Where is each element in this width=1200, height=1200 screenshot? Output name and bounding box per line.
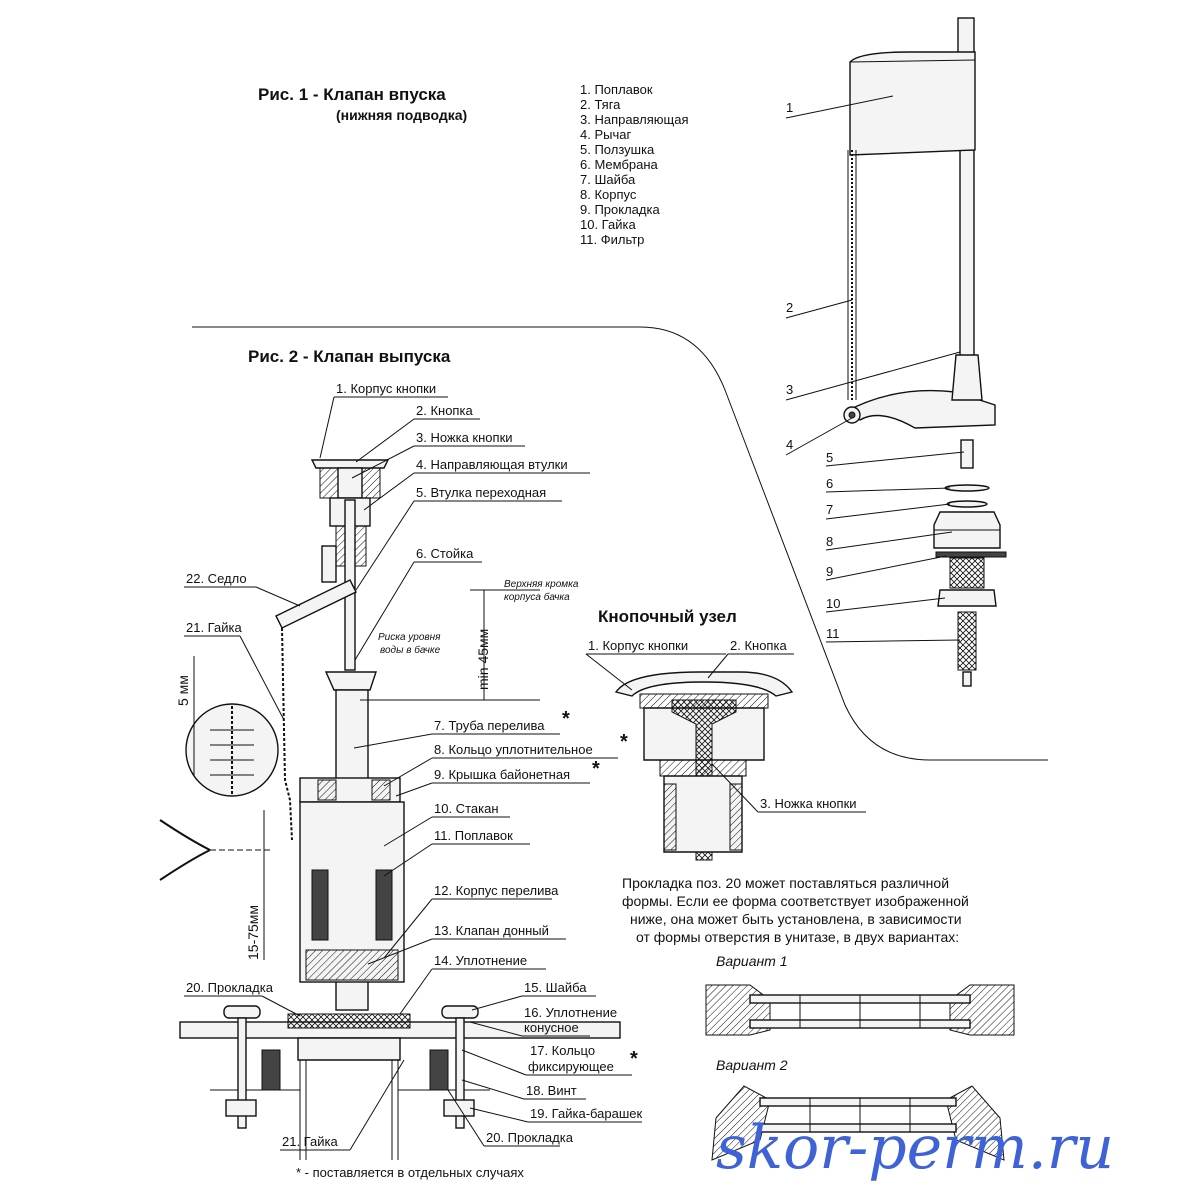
callout-4: 4	[786, 437, 793, 452]
variant-1-drawing	[705, 984, 1015, 1036]
legend-item: 5. Ползушка	[580, 142, 655, 157]
legend-item: 3. Направляющая	[580, 112, 689, 127]
label-seal: 14. Уплотнение	[434, 953, 527, 968]
callout-3: 3	[786, 382, 793, 397]
label-washer: 15. Шайба	[524, 980, 587, 995]
legend-item: 1. Поплавок	[580, 82, 653, 97]
dim-water-mark-2: воды в бачке	[380, 644, 441, 656]
legend-item: 11. Фильтр	[580, 232, 644, 247]
label-overflow-body: 12. Корпус перелива	[434, 883, 559, 898]
callout-1: 1	[786, 100, 793, 115]
watermark: skor-perm.ru	[716, 1113, 1114, 1183]
label-seal-ring: 8. Кольцо уплотнительное	[434, 742, 593, 757]
label-bottom-valve: 13. Клапан донный	[434, 923, 549, 938]
label-seat: 20. Прокладка	[186, 980, 274, 995]
variant-1-label: Вариант 1	[716, 953, 788, 969]
asterisk-9: *	[592, 758, 600, 780]
label-button: 2. Кнопка	[416, 403, 473, 418]
button-unit-title: Кнопочный узел	[598, 607, 737, 626]
label-bayonet-cap: 9. Крышка байонетная	[434, 767, 570, 782]
outlet-labels: 1. Корпус кнопки 2. Кнопка 3. Ножка кноп…	[184, 381, 643, 1151]
label-button-body: 1. Корпус кнопки	[336, 381, 436, 396]
note-line-4: от формы отверстия в унитазе, в двух вар…	[636, 929, 959, 945]
variant-2-label: Вариант 2	[716, 1057, 788, 1073]
label-fix-ring-2: фиксирующее	[528, 1059, 614, 1074]
label-cup: 10. Стакан	[434, 801, 499, 816]
bu-label-body: 1. Корпус кнопки	[588, 638, 688, 653]
bu-label-button: 2. Кнопка	[730, 638, 787, 653]
asterisk-8: *	[620, 731, 628, 753]
callout-8: 8	[826, 534, 833, 549]
inlet-callouts: 1 2 3 4 5 6 7 8 9 10 11	[785, 95, 965, 643]
label-button-stem: 3. Ножка кнопки	[416, 430, 513, 445]
label-cone-seal: 16. Уплотнение	[524, 1005, 617, 1020]
callout-9: 9	[826, 564, 833, 579]
legend-item: 6. Мембрана	[580, 157, 659, 172]
label-frame: 22. Седло	[186, 571, 247, 586]
dim-15-75mm: 15-75мм	[245, 905, 261, 960]
label-fix-ring: 17. Кольцо	[530, 1043, 595, 1058]
label-pull-rod: 21. Гайка	[186, 620, 242, 635]
fig1-subtitle: (нижняя подводка)	[336, 107, 467, 123]
fig1-legend: 1. Поплавок 2. Тяга 3. Направляющая 4. Р…	[580, 82, 689, 247]
inlet-valve-drawing	[843, 17, 1007, 687]
dimensions: Верхняя кромка корпуса бачка Риска уровн…	[175, 579, 579, 960]
gasket-note: Прокладка поз. 20 может поставляться раз…	[622, 875, 969, 945]
label-adapter-bushing: 5. Втулка переходная	[416, 485, 546, 500]
button-unit-labels: 1. Корпус кнопки 2. Кнопка 3. Ножка кноп…	[585, 638, 866, 813]
label-stand: 6. Стойка	[416, 546, 474, 561]
legend-item: 8. Корпус	[580, 187, 637, 202]
label-bushing-guide: 4. Направляющая втулки	[416, 457, 568, 472]
legend-item: 7. Шайба	[580, 172, 636, 187]
label-nut: 21. Гайка	[282, 1134, 338, 1149]
dim-5mm: 5 мм	[175, 675, 191, 706]
callout-6: 6	[826, 476, 833, 491]
legend-item: 10. Гайка	[580, 217, 636, 232]
callout-5: 5	[826, 450, 833, 465]
dim-top-edge: Верхняя кромка	[504, 579, 579, 590]
callout-2: 2	[786, 300, 793, 315]
callout-10: 10	[826, 596, 840, 611]
callout-7: 7	[826, 502, 833, 517]
button-unit-drawing	[614, 671, 794, 861]
dim-min45: min 45мм	[475, 629, 491, 690]
label-cone-seal-2: конусное	[524, 1020, 579, 1035]
fig2-title: Рис. 2 - Клапан выпуска	[248, 347, 451, 366]
fig1-title: Рис. 1 - Клапан впуска	[258, 85, 446, 104]
note-line-3: ниже, она может быть установлена, в зави…	[630, 911, 962, 927]
label-float: 11. Поплавок	[434, 828, 513, 843]
variant-2-drawing	[711, 1085, 1005, 1161]
label-overflow-pipe: 7. Труба перелива	[434, 718, 545, 733]
label-gasket: 20. Прокладка	[486, 1130, 574, 1145]
legend-item: 4. Рычаг	[580, 127, 631, 142]
asterisk-17: *	[630, 1048, 638, 1070]
label-screw: 18. Винт	[526, 1083, 577, 1098]
legend-item: 9. Прокладка	[580, 202, 660, 217]
section-divider	[192, 326, 1048, 761]
callout-11: 11	[826, 626, 840, 641]
bu-label-stem: 3. Ножка кнопки	[760, 796, 857, 811]
note-line-1: Прокладка поз. 20 может поставляться раз…	[622, 875, 949, 891]
legend-item: 2. Тяга	[580, 97, 621, 112]
outlet-valve-drawing	[159, 459, 621, 1160]
label-wing-nut: 19. Гайка-барашек	[530, 1106, 643, 1121]
dim-top-edge-2: корпуса бачка	[504, 591, 570, 603]
dim-water-mark: Риска уровня	[378, 632, 441, 643]
asterisk-7: *	[562, 708, 570, 730]
note-line-2: формы. Если ее форма соответствует изобр…	[622, 893, 969, 909]
footnote: * - поставляется в отдельных случаях	[296, 1165, 524, 1180]
